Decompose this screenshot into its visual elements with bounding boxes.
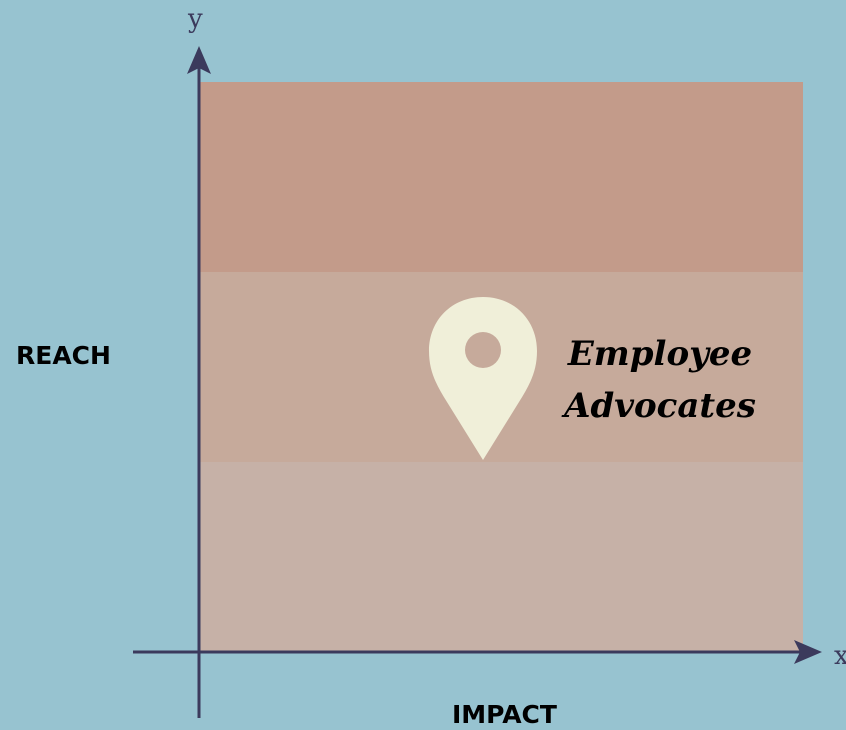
marker-label-line-1: Employee (567, 334, 753, 374)
y-axis-symbol: y (188, 4, 203, 34)
y-axis-title: REACH (16, 341, 111, 370)
marker-label-line-2: Advocates (564, 386, 756, 426)
x-axis-title: IMPACT (452, 700, 557, 729)
x-axis-symbol: x (834, 641, 846, 671)
band-high (199, 82, 803, 272)
marker-label: Employee Advocates (540, 328, 780, 432)
y-axis-arrow (187, 46, 211, 74)
x-axis-arrow (794, 640, 822, 664)
band-low (199, 462, 803, 652)
map-pin-icon (429, 297, 537, 460)
